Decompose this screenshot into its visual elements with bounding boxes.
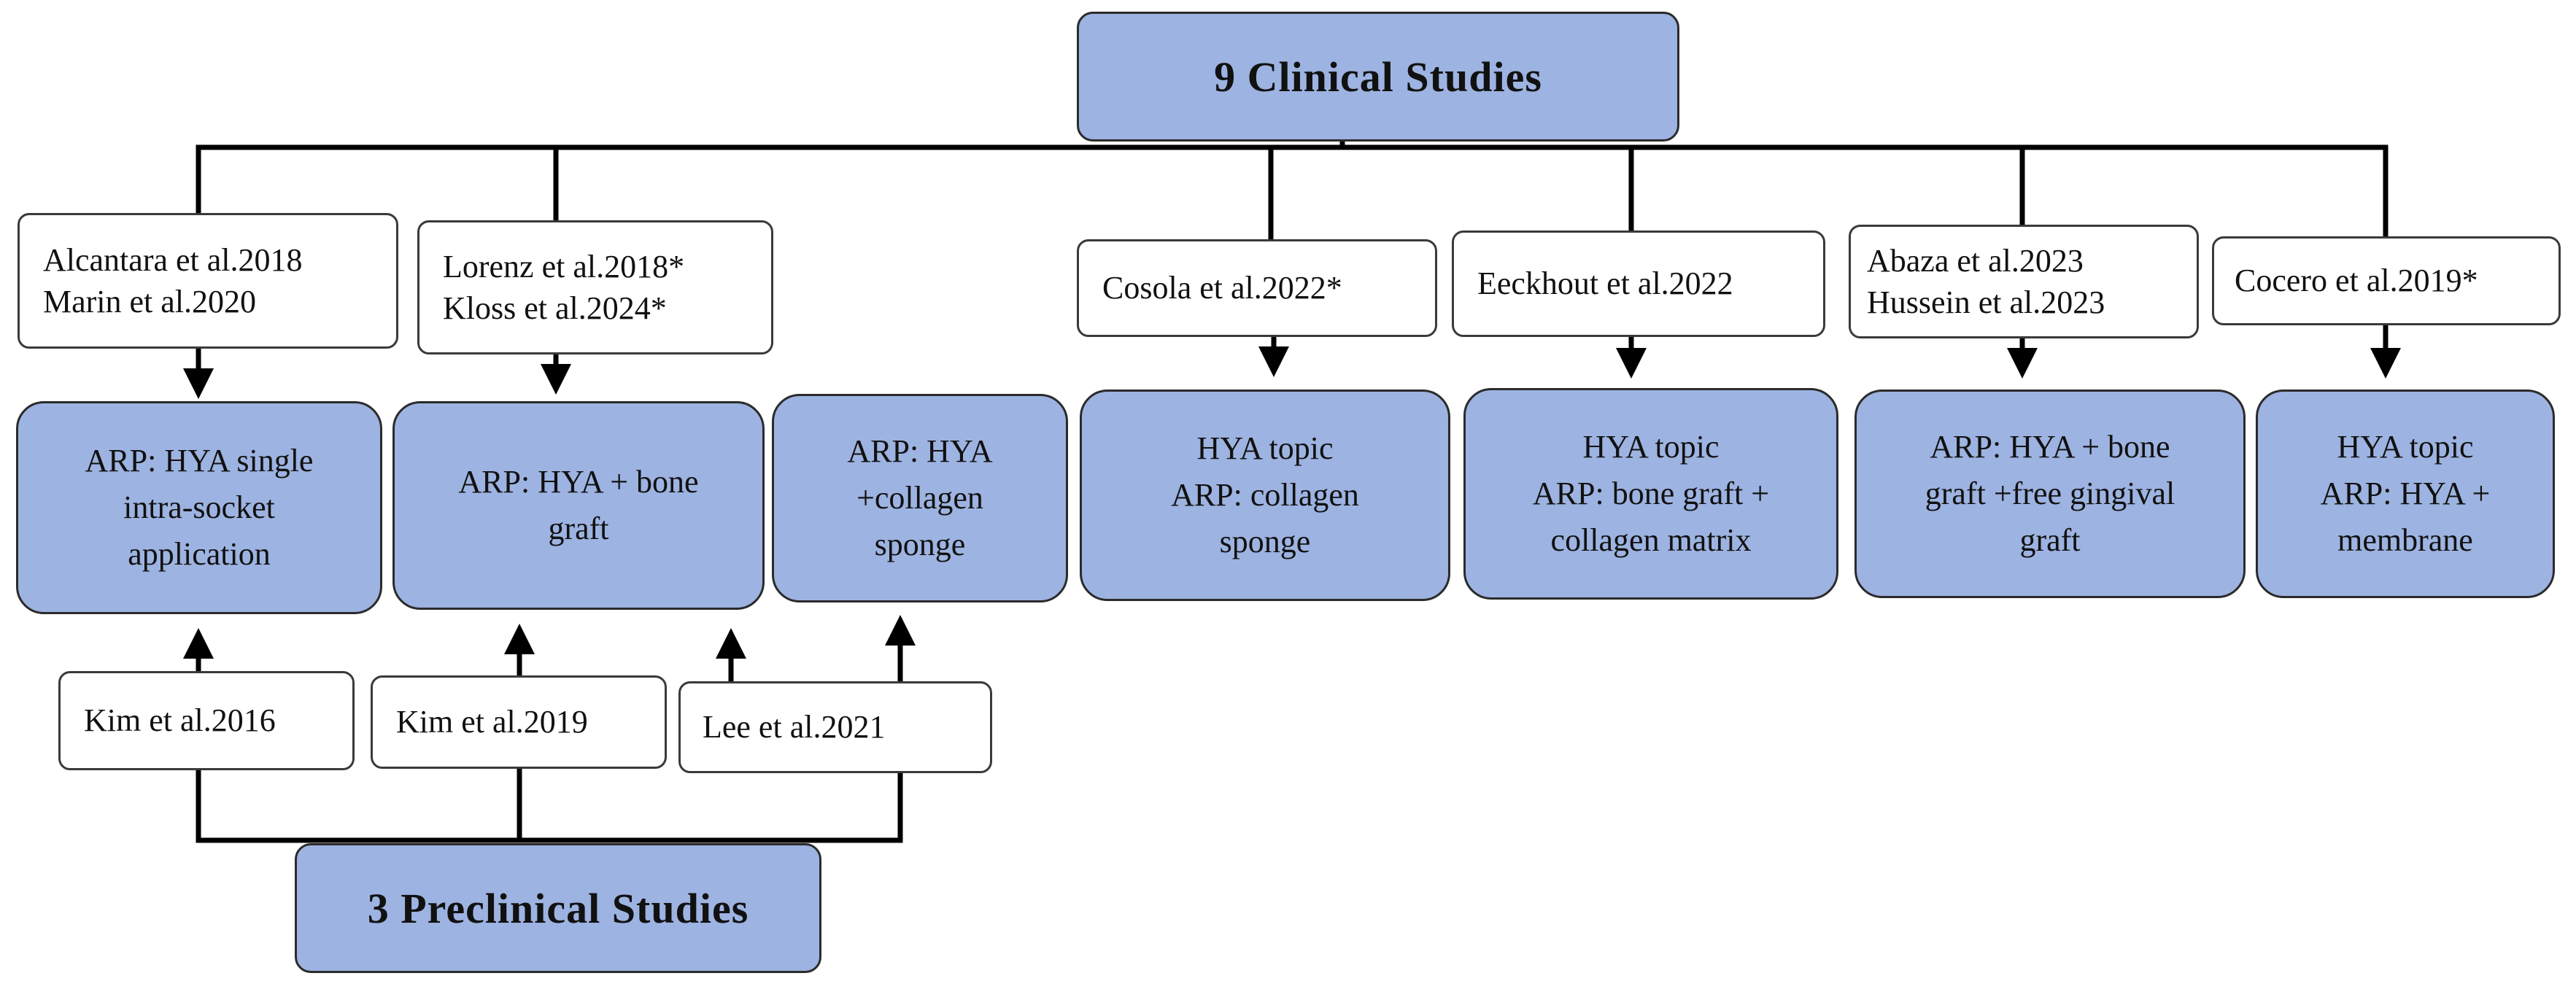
treatment-text: HYA topic [1196, 430, 1334, 467]
clinical-author-box-4: Eeckhout et al.2022 [1452, 230, 1825, 337]
treatment-text: collagen matrix [1550, 522, 1752, 558]
treatment-text: ARP: collagen [1171, 477, 1359, 514]
treatment-text: ARP: HYA + bone [458, 464, 699, 500]
author-text: Abaza et al.2023 [1867, 242, 2084, 279]
treatment-box-3: ARP: HYA +collagen sponge [772, 394, 1068, 602]
author-text: Lee et al.2021 [703, 709, 886, 745]
preclinical-author-box-1: Kim et al.2016 [58, 671, 355, 770]
treatment-text: membrane [2337, 522, 2473, 558]
clinical-studies-header: 9 Clinical Studies [1077, 12, 1679, 142]
author-text: Kim et al.2016 [84, 702, 276, 739]
preclinical-header-label: 3 Preclinical Studies [367, 884, 749, 932]
preclinical-author-box-2: Kim et al.2019 [371, 675, 667, 769]
author-text: Marin et al.2020 [43, 284, 257, 319]
treatment-text: application [128, 535, 271, 572]
treatment-box-4: HYA topic ARP: collagen sponge [1080, 390, 1450, 601]
treatment-text: graft [548, 511, 609, 546]
treatment-text: +collagen [856, 480, 983, 516]
treatment-box-7: HYA topic ARP: HYA + membrane [2256, 390, 2555, 598]
treatment-text: sponge [1219, 523, 1311, 559]
treatment-text: ARP: HYA + [2320, 476, 2491, 512]
author-text: Alcantara et al.2018 [43, 241, 303, 278]
author-text: Cocero et al.2019* [2235, 263, 2478, 299]
author-text: Hussein et al.2023 [1867, 284, 2105, 320]
treatment-text: ARP: HYA [847, 433, 993, 470]
treatment-text: ARP: bone graft + [1532, 476, 1770, 512]
treatment-box-2: ARP: HYA + bone graft [392, 401, 765, 610]
treatment-text: HYA topic [2337, 429, 2474, 465]
treatment-box-6: ARP: HYA + bone graft +free gingival gra… [1854, 390, 2246, 598]
clinical-author-box-3: Cosola et al.2022* [1077, 239, 1437, 337]
treatment-text: ARP: HYA single [85, 443, 314, 479]
author-text: Cosola et al.2022* [1102, 270, 1342, 306]
author-text: Eeckhout et al.2022 [1477, 266, 1733, 302]
preclinical-author-box-3: Lee et al.2021 [678, 681, 992, 773]
treatment-text: intra-socket [123, 489, 275, 526]
clinical-author-box-5: Abaza et al.2023 Hussein et al.2023 [1849, 225, 2199, 338]
clinical-author-box-1: Alcantara et al.2018 Marin et al.2020 [18, 213, 398, 349]
treatment-box-1: ARP: HYA single intra-socket application [16, 401, 382, 614]
treatment-text: ARP: HYA + bone [1930, 429, 2170, 465]
treatment-text: graft [2019, 522, 2081, 558]
author-text: Lorenz et al.2018* [443, 248, 685, 284]
clinical-author-box-6: Cocero et al.2019* [2212, 236, 2561, 325]
treatment-box-5: HYA topic ARP: bone graft + collagen mat… [1463, 388, 1838, 600]
clinical-header-label: 9 Clinical Studies [1214, 53, 1542, 101]
preclinical-studies-header: 3 Preclinical Studies [295, 843, 821, 973]
treatment-text: graft +free gingival [1925, 476, 2175, 512]
treatment-text: sponge [874, 526, 966, 562]
author-text: Kloss et al.2024* [443, 290, 667, 326]
clinical-author-box-2: Lorenz et al.2018* Kloss et al.2024* [417, 220, 773, 354]
author-text: Kim et al.2019 [396, 704, 588, 740]
treatment-text: HYA topic [1582, 429, 1720, 465]
